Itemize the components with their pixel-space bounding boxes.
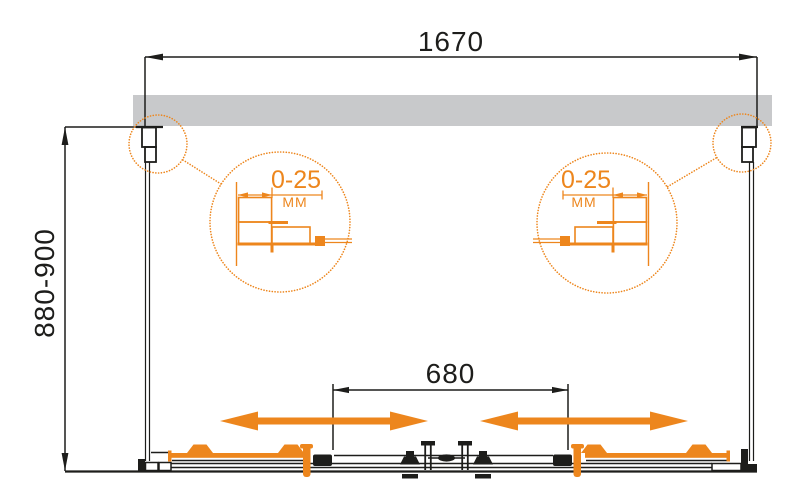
detail-right-range-label: 0-25 — [560, 166, 612, 194]
slide-arrow-right — [480, 411, 688, 431]
detail-profile-right — [533, 182, 650, 266]
detail-callout-rings — [128, 113, 772, 294]
right-sliding-door — [553, 444, 730, 477]
width-dimension-label: 1670 — [417, 26, 485, 57]
detail-left-unit-label: ММ — [282, 194, 308, 210]
wall-bar — [133, 95, 772, 126]
detail-connector-right — [666, 157, 717, 188]
door-travel-dimension-label: 680 — [425, 358, 476, 389]
detail-right-unit-label: ММ — [571, 194, 597, 210]
left-sliding-door — [168, 444, 332, 477]
detail-profile-left — [235, 182, 352, 266]
dimension-1670 — [144, 53, 758, 127]
center-door-rollers — [400, 441, 493, 479]
detail-ring-big-right — [536, 152, 678, 294]
detail-connector-left — [182, 159, 222, 185]
detail-ring-small-right — [712, 113, 772, 173]
height-dimension-label: 880-900 — [29, 228, 60, 338]
dimension-880-900 — [61, 126, 163, 471]
slide-arrow-left — [220, 411, 428, 431]
detail-ring-big-left — [209, 151, 351, 293]
detail-left-range-label: 0-25 — [270, 166, 322, 194]
left-wall-profile — [136, 125, 163, 461]
right-wall-profile — [741, 125, 758, 461]
dimension-680 — [332, 384, 569, 450]
detail-ring-small-left — [128, 114, 188, 174]
